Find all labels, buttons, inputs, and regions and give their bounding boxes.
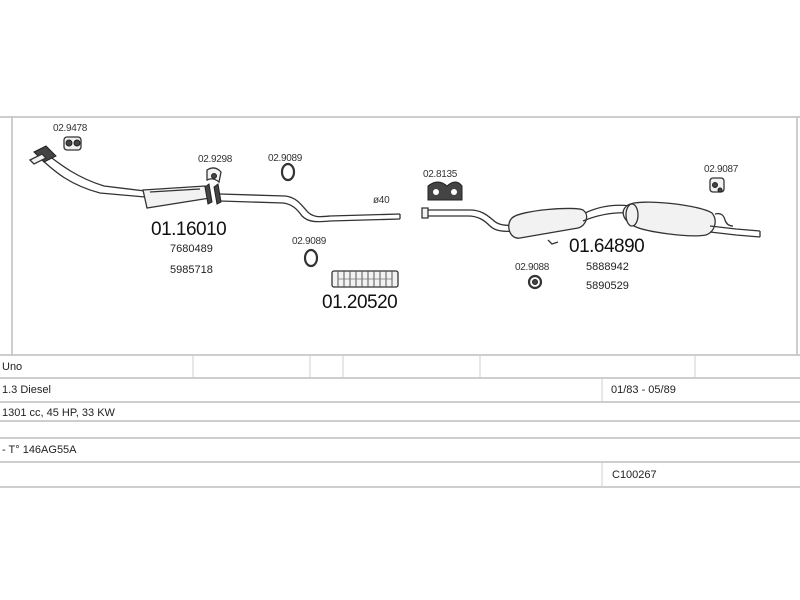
vehicle-info-table [0,354,800,488]
label-mount-center: 02.8135 [423,169,458,180]
flex-pipe-number: 01.20520 [322,292,397,313]
middle-silencer [508,207,588,239]
cell-years: 01/83 - 05/89 [611,384,676,396]
rear-silencer-number: 01.64890 [569,236,644,257]
cell-model: Uno [2,361,22,373]
rear-silencer-ref-2: 5890529 [586,280,629,292]
hanger-right [709,177,725,193]
rubber-ring-3 [527,274,543,290]
label-diameter: ø40 [373,195,390,206]
cell-specs: 1301 cc, 45 HP, 33 KW [2,407,116,419]
front-pipe-number: 01.16010 [151,219,226,240]
hanger-top-left [63,136,82,151]
label-ring-3: 02.9088 [515,262,550,273]
front-pipe [28,145,222,209]
rear-section [421,201,761,245]
front-pipe-ref-1: 7680489 [170,243,213,255]
label-clamp-1: 02.9298 [198,154,233,165]
rubber-ring-2 [303,248,319,268]
middle-pipe [219,193,401,223]
cell-type-code: - T° 146AG55A [2,444,77,456]
front-pipe-clamp [204,183,213,205]
mount-center [427,181,463,201]
label-hanger-right: 02.9087 [704,164,739,175]
rubber-ring-1 [280,162,296,182]
clamp-1 [206,167,222,184]
flex-pipe [331,270,399,288]
cell-catalog-code: C100267 [612,469,657,481]
label-ring-1: 02.9089 [268,153,303,164]
front-pipe-ref-2: 5985718 [170,264,213,276]
label-ring-2: 02.9089 [292,236,327,247]
cell-engine: 1.3 Diesel [2,384,51,396]
label-hanger-top-left: 02.9478 [53,123,88,134]
rear-silencer-ref-1: 5888942 [586,261,629,273]
